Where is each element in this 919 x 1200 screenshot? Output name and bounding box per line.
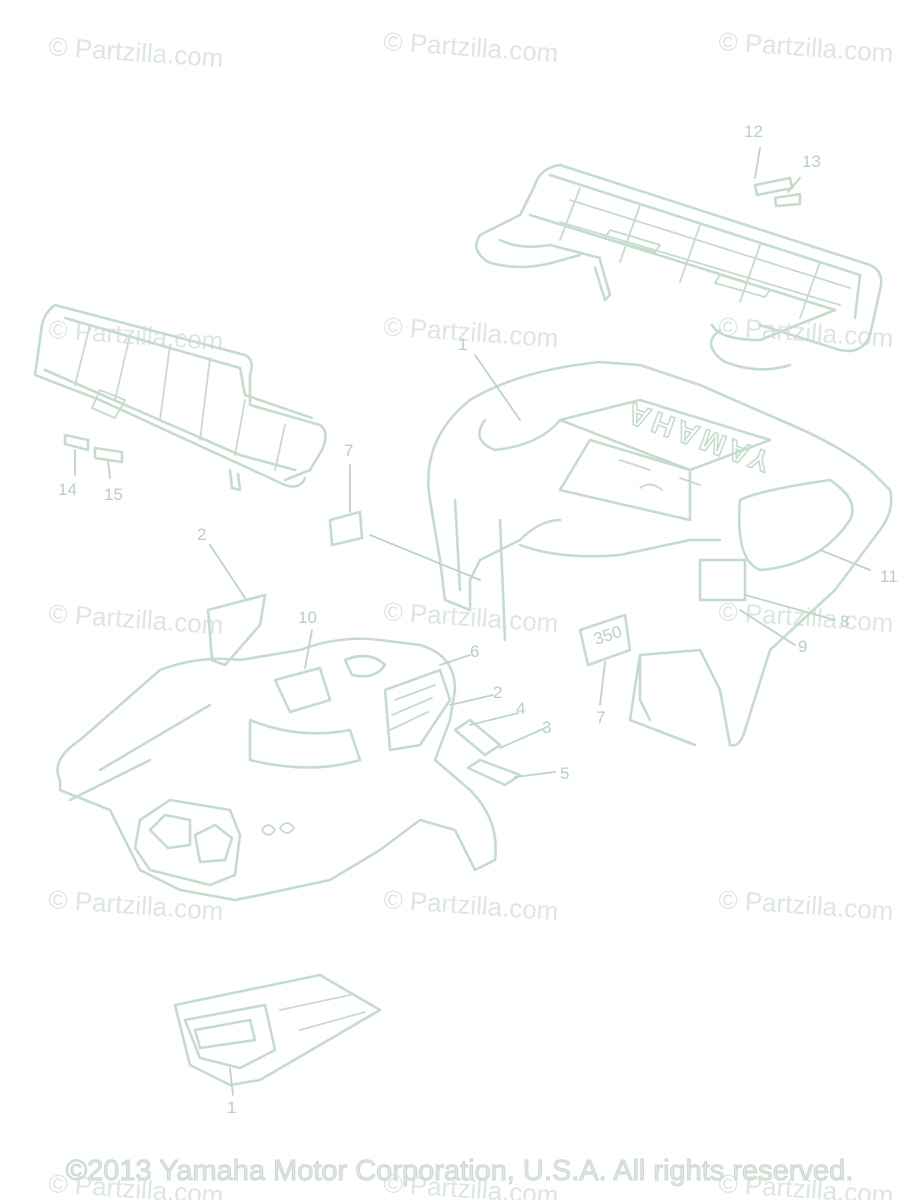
callout-2-right: 2 (493, 683, 502, 702)
callout-4: 4 (516, 699, 525, 718)
callout-5: 5 (560, 764, 569, 783)
watermark: © Partzilla.com (48, 884, 225, 926)
callout-3: 3 (542, 718, 551, 737)
callout-10: 10 (298, 608, 317, 627)
watermark: © Partzilla.com (718, 884, 895, 926)
watermark: © Partzilla.com (48, 31, 225, 73)
callout-1-rear-fender: 1 (458, 335, 467, 354)
callout-11: 11 (880, 567, 898, 586)
callout-2-left: 2 (197, 525, 206, 544)
copyright-notice: ©2013 Yamaha Motor Corporation, U.S.A. A… (65, 1155, 854, 1188)
inset-part-drawing (173, 973, 382, 1087)
callout-15: 15 (104, 485, 123, 504)
watermark: © Partzilla.com (383, 311, 560, 353)
callout-9: 9 (798, 637, 807, 656)
watermark: © Partzilla.com (383, 26, 560, 68)
callout-1: 1 (227, 1098, 236, 1117)
front-carrier-drawing (33, 303, 327, 492)
watermark: © Partzilla.com (48, 598, 225, 640)
rear-carrier-drawing (475, 163, 883, 371)
callout-12: 12 (744, 122, 763, 141)
watermark-layer: © Partzilla.com © Partzilla.com © Partzi… (48, 26, 895, 1200)
callout-labels: 12 13 1 7 14 15 2 11 10 8 9 6 2 4 7 3 5 … (58, 122, 898, 1117)
callout-7-lower: 7 (596, 708, 605, 727)
callout-7-upper: 7 (344, 441, 353, 460)
callout-6: 6 (470, 642, 479, 661)
watermark: © Partzilla.com (383, 884, 560, 926)
displacement-badge: 350 (591, 622, 624, 649)
callout-13: 13 (802, 152, 821, 171)
front-fender-drawing (56, 593, 522, 902)
watermark: © Partzilla.com (718, 26, 895, 68)
leader-lines (74, 147, 871, 1096)
watermark: © Partzilla.com (718, 311, 895, 353)
callout-14: 14 (58, 480, 77, 499)
callout-8: 8 (840, 612, 849, 631)
